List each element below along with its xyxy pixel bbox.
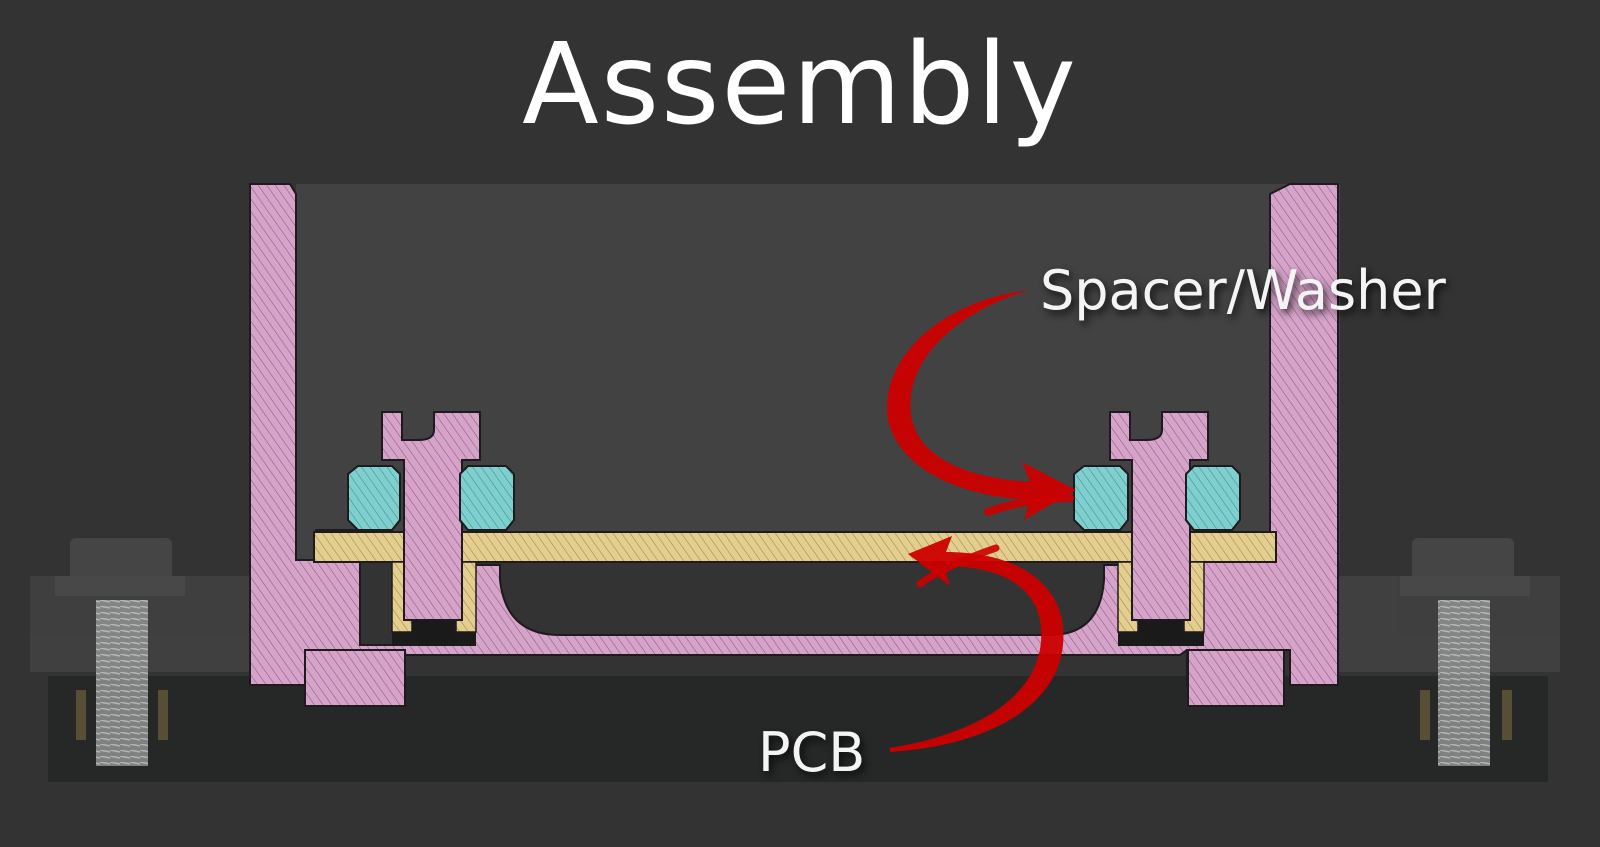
pcb-arrow-wing (916, 544, 1000, 588)
pcb-arrow (890, 536, 1064, 752)
left-foot (304, 649, 406, 707)
left-stem (381, 411, 481, 621)
spacer-left-b (459, 465, 515, 531)
page-title: Assembly (522, 20, 1078, 150)
spacer-arrow-tail (984, 494, 1074, 516)
right-clamp (1310, 538, 1560, 672)
base-plate (48, 676, 1548, 782)
spacer-left-a (347, 465, 401, 531)
pcb-label: PCB (758, 721, 866, 784)
right-stem (1109, 411, 1209, 621)
spacer-arrow (886, 290, 1076, 520)
spacer-washer-label: Spacer/Washer (1040, 259, 1446, 322)
spacer-right-b (1185, 465, 1241, 531)
right-screw-shank (1438, 600, 1490, 766)
right-foot (1187, 649, 1285, 707)
spacer-right-a (1073, 465, 1129, 531)
pcb-board (313, 531, 1277, 563)
left-screw-shank (96, 600, 148, 766)
